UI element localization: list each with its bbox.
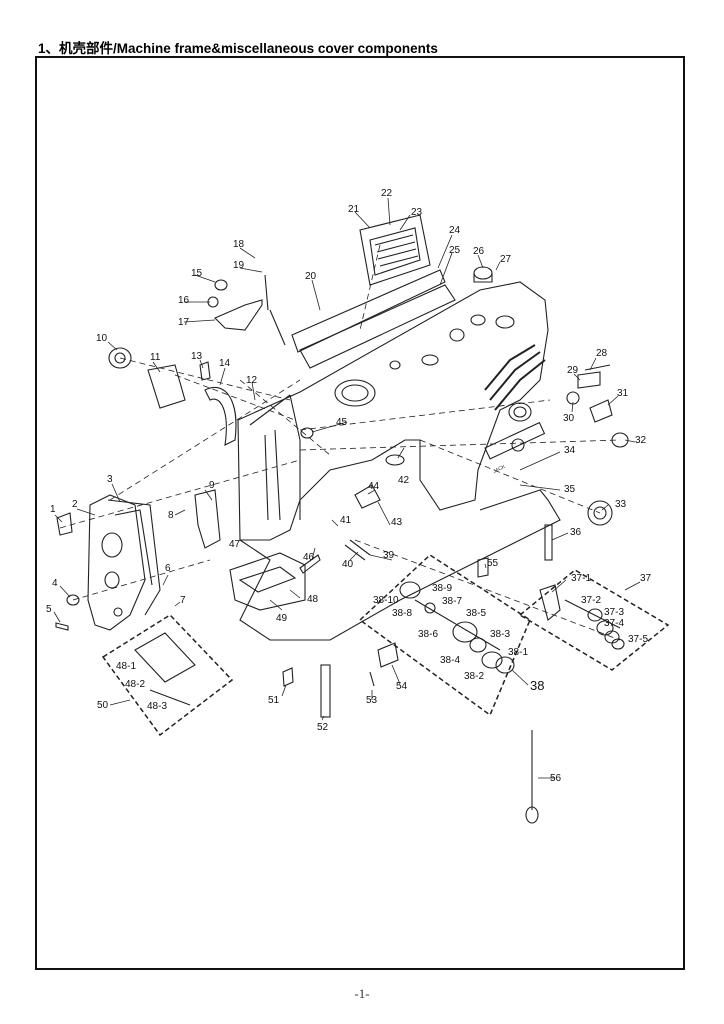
callout-28: 28 — [596, 348, 608, 359]
callout-41: 41 — [340, 515, 352, 526]
callout-43: 43 — [391, 517, 403, 528]
callout-2: 2 — [72, 499, 78, 510]
callout-10: 10 — [96, 333, 108, 344]
callout-17: 17 — [178, 317, 190, 328]
callout-25: 25 — [449, 245, 461, 256]
callout-11: 11 — [150, 352, 161, 363]
callout-35: 35 — [564, 484, 576, 495]
callout-48-2: 48-2 — [125, 679, 145, 690]
callout-32: 32 — [635, 435, 647, 446]
callout-7: 7 — [180, 595, 186, 606]
callout-37: 37 — [640, 573, 652, 584]
callout-37-4: 37-4 — [604, 618, 624, 629]
callout-13: 13 — [191, 351, 203, 362]
diagram-frame — [35, 56, 685, 970]
callout-15: 15 — [191, 268, 203, 279]
callout-53: 53 — [366, 695, 378, 706]
callout-37-5: 37-5 — [628, 634, 648, 645]
machine-bed — [239, 489, 561, 641]
top-cover-25 — [299, 284, 456, 369]
callout-46: 46 — [303, 552, 315, 563]
callout-38-1: 38-1 — [508, 647, 528, 658]
callout-8: 8 — [168, 510, 174, 521]
callout-36: 36 — [570, 527, 582, 538]
callout-38-2: 38-2 — [464, 671, 484, 682]
callout-38-10: 38-10 — [373, 595, 399, 606]
callout-48-3: 48-3 — [147, 701, 167, 712]
callout-38-7: 38-7 — [442, 596, 462, 607]
callout-18: 18 — [233, 239, 245, 250]
callout-48-1: 48-1 — [116, 661, 136, 672]
callout-38-3: 38-3 — [490, 629, 510, 640]
brand-mark: JACK — [492, 464, 507, 475]
callout-40: 40 — [342, 559, 354, 570]
callout-51: 51 — [268, 695, 280, 706]
callout-37-1: 37-1 — [571, 573, 591, 584]
callout-48: 48 — [307, 594, 319, 605]
callout-12: 12 — [246, 375, 258, 386]
callout-38-6: 38-6 — [418, 629, 438, 640]
callout-1: 1 — [50, 504, 56, 515]
callout-26: 26 — [473, 246, 485, 257]
callout-20: 20 — [305, 271, 317, 282]
callout-37-2: 37-2 — [581, 595, 601, 606]
callout-22: 22 — [381, 188, 393, 199]
callout-23: 23 — [411, 207, 423, 218]
callout-44: 44 — [368, 481, 380, 492]
callout-30: 30 — [563, 413, 575, 424]
callout-21: 21 — [348, 204, 360, 215]
callout-9: 9 — [209, 480, 215, 491]
callout-49: 49 — [276, 613, 288, 624]
callout-38-8: 38-8 — [392, 608, 412, 619]
callout-24: 24 — [449, 225, 461, 236]
callout-19: 19 — [233, 260, 245, 271]
callout-56: 56 — [550, 773, 562, 784]
callout-47: 47 — [229, 539, 241, 550]
callout-3: 3 — [107, 474, 113, 485]
callout-52: 52 — [317, 722, 329, 733]
page-number: -1- — [354, 986, 370, 1001]
machine-arm — [237, 281, 549, 541]
callout-50: 50 — [97, 700, 109, 711]
callout-37-3: 37-3 — [604, 607, 624, 618]
callout-38-5: 38-5 — [466, 608, 486, 619]
callout-45: 45 — [336, 417, 348, 428]
callout-4: 4 — [52, 578, 58, 589]
callout-55: 55 — [487, 558, 499, 569]
callout-27: 27 — [500, 254, 512, 265]
group-48-box — [101, 614, 234, 737]
callout-42: 42 — [398, 475, 410, 486]
callout-38-9: 38-9 — [432, 583, 452, 594]
group-38-box — [358, 554, 531, 717]
top-cover-24 — [291, 269, 446, 353]
callout-31: 31 — [617, 388, 629, 399]
callout-6: 6 — [165, 563, 171, 574]
callout-5: 5 — [46, 604, 52, 615]
callout-14: 14 — [219, 358, 231, 369]
group-37-box — [518, 569, 670, 671]
callout-33: 33 — [615, 499, 627, 510]
callout-16: 16 — [178, 295, 190, 306]
callout-38-4: 38-4 — [440, 655, 460, 666]
callout-39: 39 — [383, 550, 395, 561]
callout-54: 54 — [396, 681, 408, 692]
callout-34: 34 — [564, 445, 576, 456]
callout-38: 38 — [530, 678, 544, 693]
page-title: 1、机壳部件/Machine frame&miscellaneous cover… — [38, 41, 438, 56]
callout-29: 29 — [567, 365, 579, 376]
